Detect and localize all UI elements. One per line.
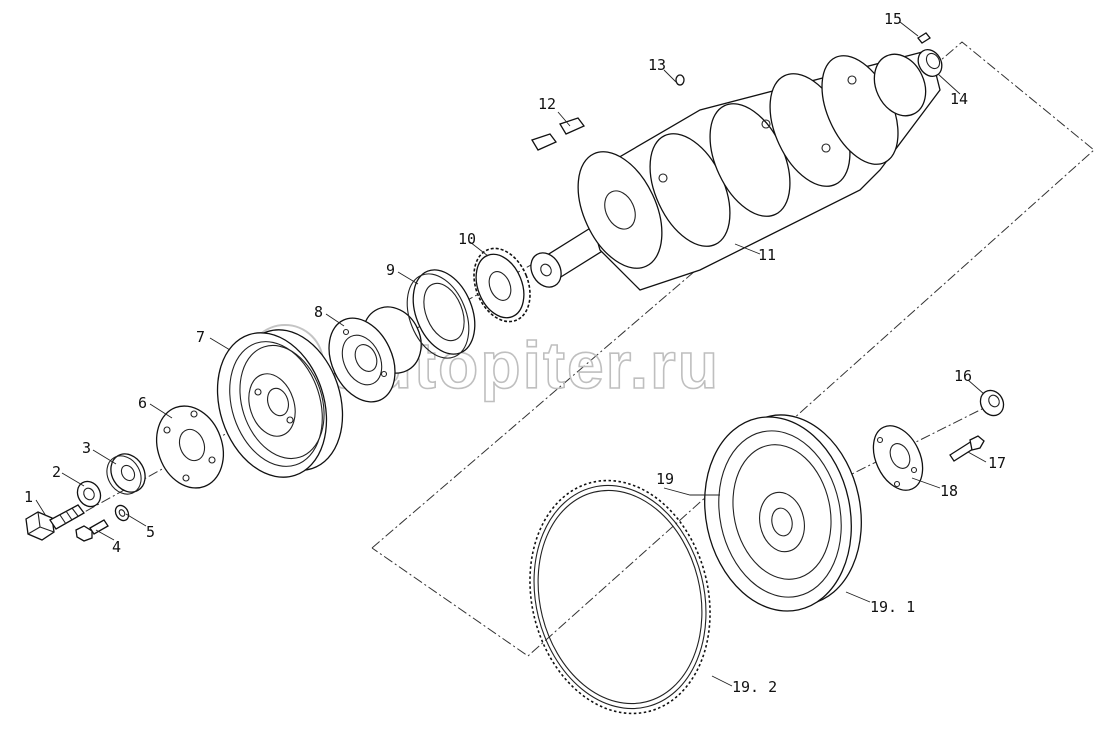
label-part-10: 10 <box>458 230 476 248</box>
washer-part-5 <box>114 504 130 522</box>
label-part-15: 15 <box>884 10 902 28</box>
label-part-7: 7 <box>196 328 205 346</box>
label-part-11: 11 <box>758 246 776 264</box>
label-part-19-2: 19. 2 <box>732 678 777 696</box>
label-part-9: 9 <box>386 261 395 279</box>
spacer-part-3 <box>106 453 146 495</box>
label-part-19: 19 <box>656 470 674 488</box>
ring-gear-part-19-2 <box>529 479 711 715</box>
label-part-17: 17 <box>988 454 1006 472</box>
bearing-part-16 <box>979 389 1005 417</box>
label-part-16: 16 <box>954 367 972 385</box>
label-part-12: 12 <box>538 95 556 113</box>
pulley-part-7 <box>216 329 344 478</box>
bolt-part-17 <box>949 435 985 462</box>
dowel-part-15 <box>917 32 931 44</box>
label-part-2: 2 <box>52 463 61 481</box>
washer-part-2 <box>76 480 102 508</box>
part-labels: 1 2 3 4 5 6 7 8 9 10 11 12 13 14 15 16 1… <box>24 10 1006 696</box>
crankshaft-part-11 <box>530 49 941 291</box>
bolt-part-4 <box>75 519 109 542</box>
label-part-1: 1 <box>24 488 33 506</box>
seal-part-9 <box>406 269 476 359</box>
bolt-part-1 <box>25 504 85 541</box>
gear-part-10 <box>473 247 531 323</box>
flywheel-part-19-1 <box>704 414 862 612</box>
label-part-6: 6 <box>138 394 147 412</box>
label-part-14: 14 <box>950 90 968 108</box>
keys-part-12 <box>531 117 586 151</box>
label-part-5: 5 <box>146 523 155 541</box>
plate-part-6 <box>156 405 224 489</box>
label-part-4: 4 <box>112 538 121 556</box>
label-part-18: 18 <box>940 482 958 500</box>
label-part-8: 8 <box>314 303 323 321</box>
ring-part-14 <box>917 49 943 77</box>
plate-part-18 <box>872 425 924 491</box>
leader-lines <box>35 21 987 687</box>
pin-part-13 <box>675 74 685 86</box>
label-part-3: 3 <box>82 439 91 457</box>
label-part-19-1: 19. 1 <box>870 598 915 616</box>
label-part-13: 13 <box>648 56 666 74</box>
hub-part-8 <box>328 306 422 403</box>
